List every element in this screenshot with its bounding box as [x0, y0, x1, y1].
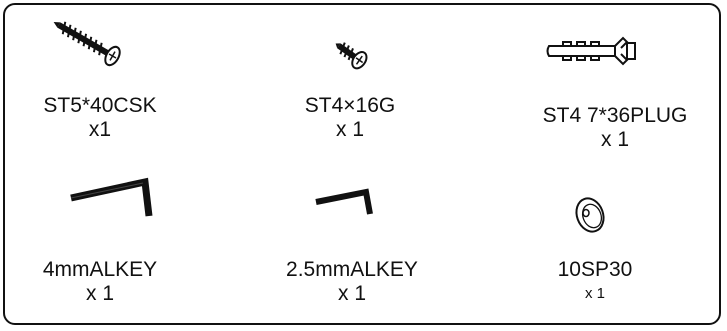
- wall-plug-icon: [546, 36, 636, 66]
- countersunk-screw-icon: [53, 21, 121, 67]
- part-item: ST5*40CSK x1: [40, 94, 160, 142]
- part-quantity: x 1: [337, 282, 366, 305]
- hardware-pack-panel: [3, 3, 721, 325]
- part-quantity: x 1: [584, 285, 605, 302]
- allen-key-small-icon: [315, 188, 373, 215]
- part-name: 2.5mmALKEY: [286, 258, 418, 281]
- part-name: 10SP30: [557, 258, 633, 281]
- allen-key-large-icon: [70, 177, 153, 217]
- part-quantity: x 1: [85, 282, 114, 305]
- part-name: ST4 7*36PLUG: [542, 104, 688, 127]
- part-quantity: x1: [88, 118, 112, 141]
- washer-icon: [575, 197, 605, 233]
- pan-head-screw-icon: [335, 42, 368, 70]
- part-item: ST4 7*36PLUG x 1: [540, 104, 690, 152]
- part-name: ST4×16G: [304, 94, 396, 117]
- part-item: 4mmALKEY x 1: [40, 258, 160, 306]
- part-item: 2.5mmALKEY x 1: [272, 258, 432, 306]
- part-item: ST4×16G x 1: [290, 94, 410, 142]
- part-quantity: x 1: [335, 118, 364, 141]
- part-quantity: x 1: [600, 128, 629, 151]
- part-name: ST5*40CSK: [43, 94, 157, 117]
- part-item: 10SP30 x 1: [535, 258, 655, 306]
- part-name: 4mmALKEY: [42, 258, 158, 281]
